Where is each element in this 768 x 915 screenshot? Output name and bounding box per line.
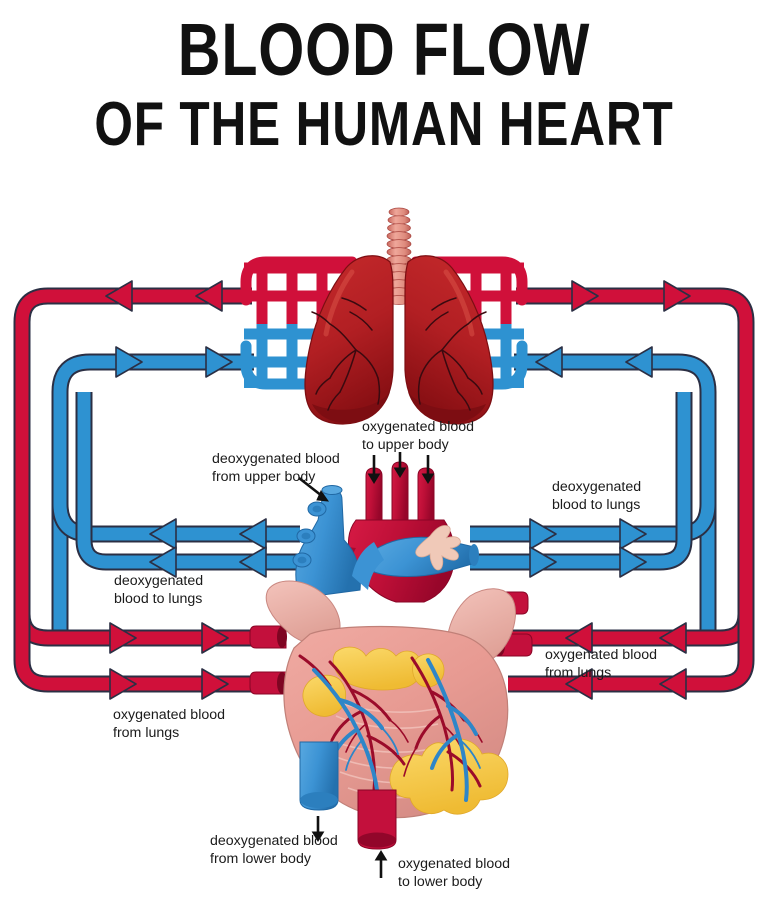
label-oxygenated-to-upper-body: oxygenated blood to upper body [362,419,475,454]
ligamentum-arteriosum [415,525,461,571]
inferior-vena-cava [299,741,339,811]
arrow-from-lower-body [311,816,325,842]
bronchial-tree-left [311,297,381,411]
label-deoxygenated-from-upper-body: deoxygenated blood from upper body [212,451,340,486]
label-deoxygenated-to-lungs-right: deoxygenated blood to lungs [552,479,642,514]
flow-oxygenated-from-lungs-left [13,576,266,700]
label-deoxygenated-from-lower-body: deoxygenated blood from lower body [210,833,338,868]
lung-left [304,255,394,425]
label-oxygenated-from-lungs-right: oxygenated blood from lungs [545,647,658,682]
arrow-to-upper-body-3 [421,455,435,484]
pulmonary-vein-stubs-left [249,625,287,695]
coronary-fat [302,646,509,815]
flow-systemic-arterial-upper-left [13,280,252,640]
arrow-to-lower-body [374,850,388,878]
arrow-to-upper-body-2 [393,452,407,478]
label-deoxygenated-to-lungs-left: deoxygenated blood to lungs [114,573,204,608]
descending-aorta [357,789,397,850]
flow-systemic-arterial-upper-right [516,280,755,640]
flow-pulmonary-venous-upper-left [51,346,254,640]
arrow-to-upper-body-1 [367,455,381,484]
page-title: BLOOD FLOW OF THE HUMAN HEART [0,8,768,159]
flow-lines [13,280,755,700]
flow-deoxygenated-to-lungs-right [470,392,717,578]
pointer-arrows [298,452,435,878]
flow-pulmonary-venous-upper-right [514,346,717,640]
lung-right [404,255,494,425]
lungs [304,255,494,425]
heart [249,461,533,850]
flow-deoxygenated-to-lungs-left [51,392,300,578]
bronchial-tree-right [417,297,487,411]
title-line-2: OF THE HUMAN HEART [94,89,674,159]
label-oxygenated-to-lower-body: oxygenated blood to lower body [398,856,511,891]
flow-oxygenated-from-lungs-right [508,576,755,700]
label-oxygenated-from-lungs-left: oxygenated blood from lungs [113,707,226,742]
arrow-from-upper-body [298,476,330,502]
superior-vena-cava [292,485,361,599]
title-line-1: BLOOD FLOW [177,8,591,91]
